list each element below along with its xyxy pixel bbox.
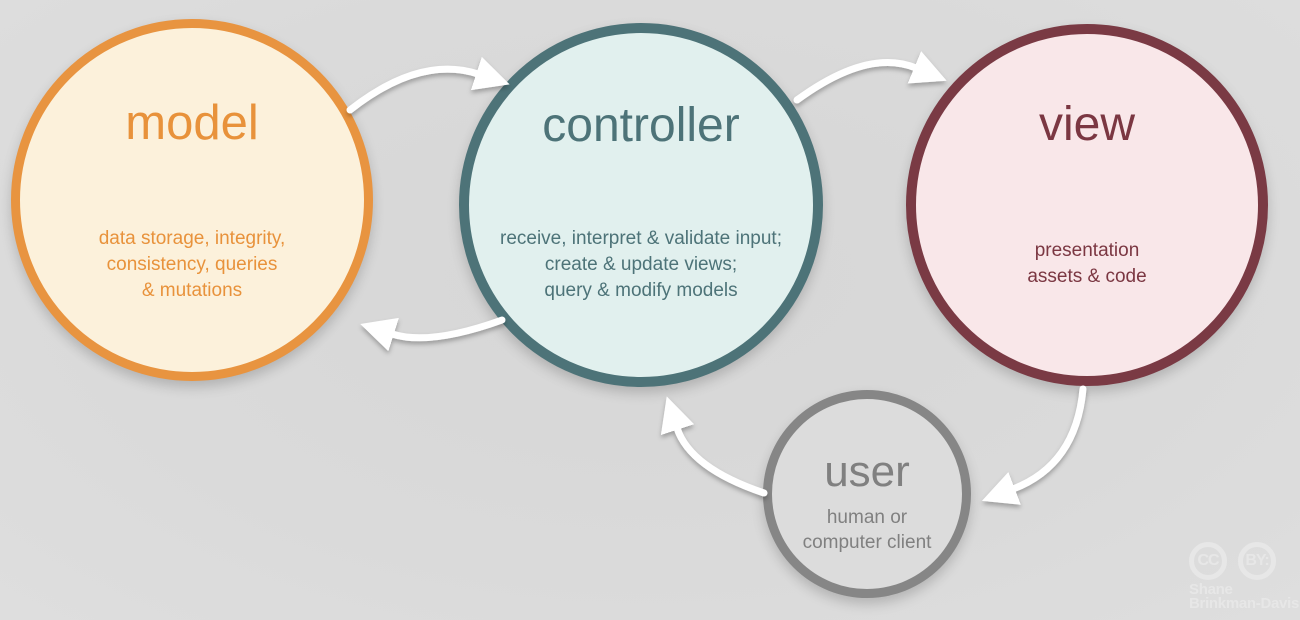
arrow-user-to-controller: [660, 396, 768, 497]
cc-badge-icon: CC: [1189, 542, 1227, 580]
view-description: presentation assets & code: [1027, 240, 1147, 287]
controller-node: controller receive, interpret & validate…: [459, 23, 823, 387]
arrow-controller-to-model: [360, 316, 506, 352]
user-title: user: [824, 447, 910, 496]
model-description: data storage, integrity, consistency, qu…: [98, 228, 286, 301]
arrow-controller-to-view: [793, 51, 947, 104]
arrow-model-to-controller: [346, 56, 510, 114]
author-first-name: Shane: [1189, 581, 1233, 598]
controller-description: receive, interpret & validate input; cre…: [500, 228, 782, 301]
view-title: view: [1038, 98, 1136, 151]
view-node: view presentation assets & code: [906, 24, 1268, 386]
model-title: model: [125, 96, 259, 150]
author-last-name: Brinkman-Davis: [1189, 595, 1300, 612]
attribution: CC BY: Shane Brinkman-Davis: [1189, 542, 1299, 611]
controller-title: controller: [542, 99, 740, 152]
cc-badge-label: CC: [1197, 552, 1219, 569]
model-node: model data storage, integrity, consisten…: [11, 19, 373, 381]
arrow-view-to-user: [981, 385, 1087, 505]
cc-by-badge-icon: BY:: [1238, 542, 1276, 580]
user-node: user human or computer client: [763, 390, 971, 598]
user-description: human or computer client: [802, 507, 932, 553]
cc-by-badge-label: BY:: [1245, 552, 1269, 569]
